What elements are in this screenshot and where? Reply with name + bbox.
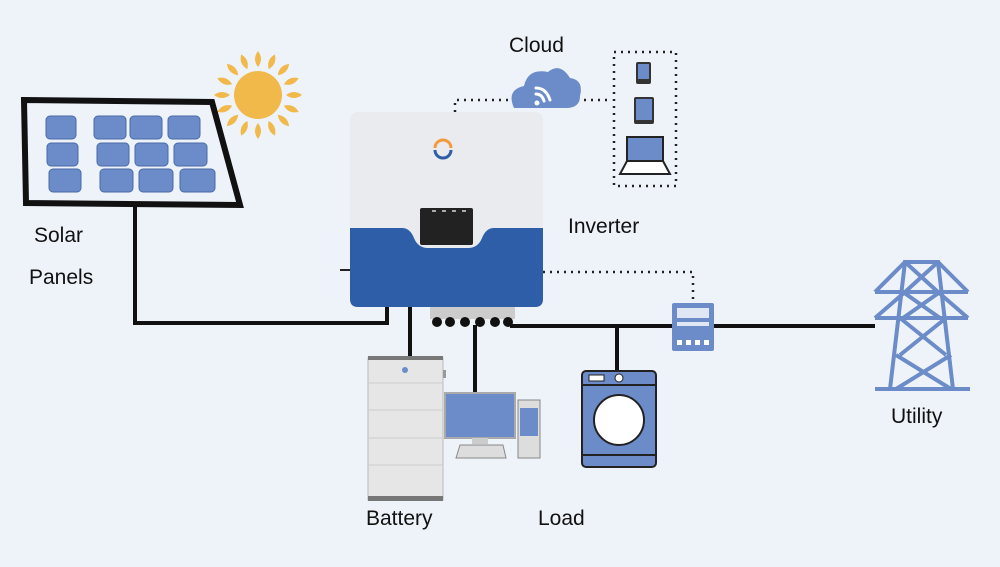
sun-icon [214, 51, 302, 139]
solar-panel-icon [20, 96, 244, 209]
battery-label: Battery [366, 507, 433, 530]
solar-label-line1: Solar [34, 224, 84, 247]
inverter-meter-link [543, 270, 695, 302]
inverter-cloud-link [453, 98, 515, 112]
phone-icon [636, 62, 651, 84]
washing-machine-icon [581, 370, 657, 468]
computer-icon [444, 392, 541, 459]
inverter-icon [340, 112, 543, 327]
solar-wire [133, 205, 389, 325]
tablet-icon [634, 97, 654, 124]
inverter-label: Inverter [568, 215, 640, 238]
laptop-icon [618, 136, 672, 175]
utility-label: Utility [891, 405, 943, 428]
power-tower-icon [873, 260, 970, 391]
battery-icon [367, 356, 446, 501]
cloud-wifi-icon [511, 68, 581, 108]
energy-meter-icon [672, 303, 714, 351]
solar-label-line2: Panels [29, 266, 94, 289]
cloud-label: Cloud [509, 34, 564, 57]
load-label: Load [538, 507, 585, 530]
